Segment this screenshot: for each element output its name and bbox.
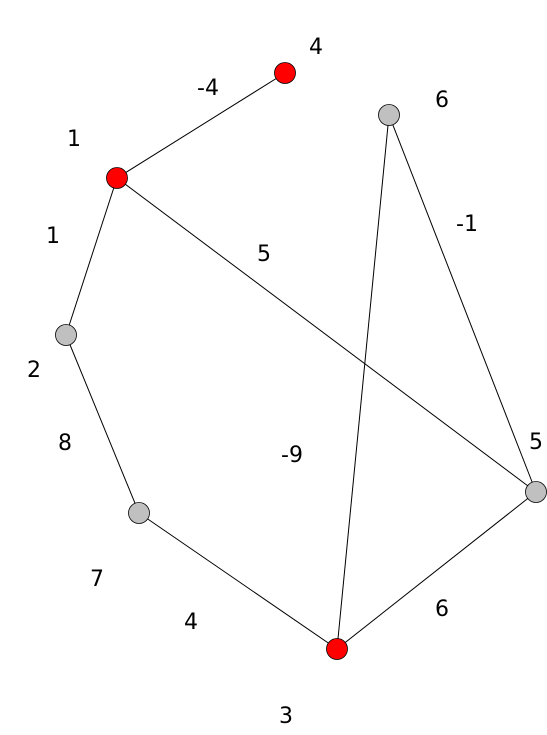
edge-2-7	[65, 334, 140, 514]
node-label-5: 5	[529, 430, 543, 455]
node-label-7: 7	[90, 567, 104, 592]
edge-6-3	[336, 114, 390, 650]
edge-1-2	[65, 177, 118, 336]
edge-weight-5-3: 6	[435, 597, 449, 622]
edge-weight-6-5: -1	[456, 212, 478, 237]
edge-7-3	[138, 512, 338, 650]
node-1	[106, 167, 128, 189]
node-label-3: 3	[279, 704, 293, 729]
edge-weight-7-3: 4	[184, 610, 198, 635]
edge-weight-6-3: -9	[281, 443, 303, 468]
node-labels-layer: 4 1 6 2 7 5 3	[27, 35, 543, 729]
node-5	[525, 481, 547, 503]
edge-1-4	[116, 72, 286, 179]
node-label-1: 1	[67, 127, 81, 152]
node-2	[55, 324, 77, 346]
edge-5-3	[336, 491, 537, 650]
node-3	[326, 638, 348, 660]
node-label-2: 2	[27, 358, 41, 383]
edge-6-5	[388, 114, 537, 493]
edge-weight-1-2: 1	[46, 224, 60, 249]
node-4	[274, 62, 296, 84]
edge-weight-1-4: -4	[197, 76, 219, 101]
edge-weight-1-5: 5	[257, 242, 271, 267]
node-label-6: 6	[435, 88, 449, 113]
edge-labels-layer: -4 1 5 -1 -9 8 4 6	[46, 76, 478, 635]
nodes-layer	[55, 62, 547, 660]
edges-layer	[65, 72, 537, 650]
edge-weight-2-7: 8	[58, 431, 72, 456]
edge-1-5	[116, 177, 537, 493]
node-7	[128, 502, 150, 524]
node-label-4: 4	[309, 35, 323, 60]
node-6	[378, 104, 400, 126]
